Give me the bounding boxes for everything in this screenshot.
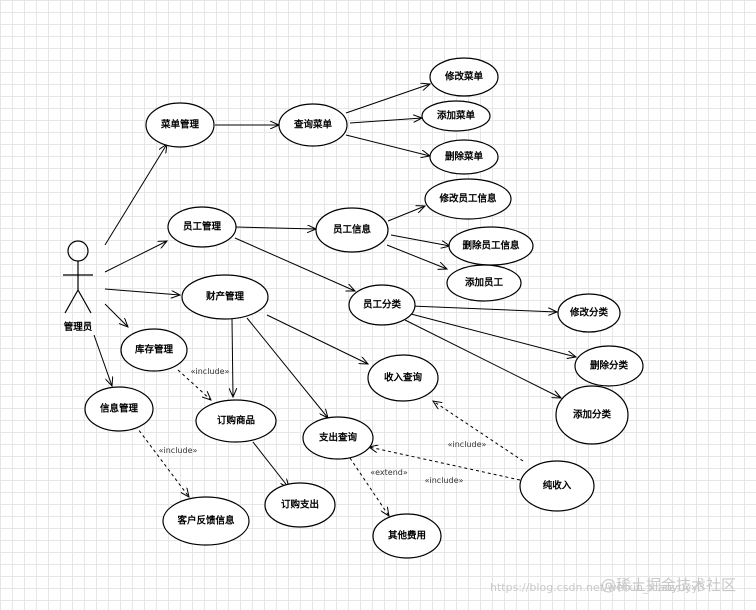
assoc-finance-purchase <box>232 318 233 397</box>
usecase-label: 删除菜单 <box>445 151 484 163</box>
actor-label: 管理员 <box>64 321 93 333</box>
usecase-delete-staff[interactable]: 删除员工信息 <box>448 226 534 266</box>
usecase-label: 添加员工 <box>465 277 504 289</box>
assoc-info-add <box>386 244 447 269</box>
stereo-include-2: «include» <box>159 446 198 455</box>
assoc-actor-inventory <box>104 303 128 327</box>
usecase-label: 员工分类 <box>363 299 402 311</box>
extend-expense-other <box>349 457 389 516</box>
stereo-extend-1: «extend» <box>370 468 408 477</box>
assoc-actor-menu <box>104 144 167 246</box>
usecase-label: 信息管理 <box>100 403 139 415</box>
assoc-actor-finance <box>104 288 180 295</box>
usecase-edit-staff[interactable]: 修改员工信息 <box>424 178 512 220</box>
usecase-other-costs[interactable]: 其他费用 <box>372 513 442 559</box>
actor-right-leg <box>77 289 92 314</box>
usecase-label: 删除员工信息 <box>462 240 520 252</box>
usecase-label: 修改员工信息 <box>438 193 497 205</box>
assoc-actor-info <box>93 334 112 386</box>
usecase-add-category[interactable]: 添加分类 <box>555 385 629 445</box>
usecase-menu-mgmt[interactable]: 菜单管理 <box>145 102 215 148</box>
assoc-finance-income <box>266 314 368 364</box>
usecase-label: 删除分类 <box>590 360 629 372</box>
assoc-query-add <box>349 118 422 124</box>
watermark-url: https://blog.csdn.net/weixin_xiaoyuyy3 <box>490 581 705 594</box>
usecase-info-mgmt[interactable]: 信息管理 <box>84 386 154 432</box>
assoc-category-edit <box>410 305 557 312</box>
assoc-info-delete <box>390 234 450 246</box>
usecase-customer-feedback[interactable]: 客户反馈信息 <box>162 496 250 546</box>
usecase-label: 添加分类 <box>573 409 612 421</box>
assoc-staff-info <box>235 227 316 229</box>
usecase-label: 纯收入 <box>543 480 572 492</box>
actor-admin[interactable]: 管理员 <box>63 240 93 333</box>
use-cases: 菜单管理 查询菜单 修改菜单 添加菜单 删除菜单 员工管理 员工信息 修改员 <box>84 57 644 559</box>
usecase-label: 员工信息 <box>333 224 372 236</box>
stereo-include-3: «include» <box>448 440 487 449</box>
usecase-label: 查询菜单 <box>293 119 333 131</box>
assoc-staff-category <box>234 237 355 291</box>
assoc-purchase-expense <box>252 441 289 488</box>
watermark: https://blog.csdn.net/weixin_xiaoyuyy3 @… <box>490 576 736 594</box>
include-net-income <box>433 401 524 462</box>
usecase-label: 添加菜单 <box>437 110 476 122</box>
usecase-add-staff[interactable]: 添加员工 <box>446 264 522 302</box>
stereotype-labels: «include» «include» «include» «extend» «… <box>159 367 487 485</box>
usecase-label: 修改菜单 <box>444 71 484 83</box>
usecase-inventory-mgmt[interactable]: 库存管理 <box>120 328 188 372</box>
include-inventory-purchase <box>177 369 211 400</box>
usecase-purchase-goods[interactable]: 订购商品 <box>195 399 277 443</box>
assoc-finance-expense <box>246 317 328 418</box>
usecase-expense-query[interactable]: 支出查询 <box>302 416 374 460</box>
assoc-query-delete <box>345 134 430 156</box>
usecase-label: 修改分类 <box>569 307 609 319</box>
assoc-category-delete <box>410 313 576 357</box>
usecase-purchase-expense[interactable]: 订购支出 <box>264 482 336 528</box>
usecase-delete-menu[interactable]: 删除菜单 <box>429 139 499 175</box>
stereo-include-4: «include» <box>425 476 464 485</box>
usecase-label: 其他费用 <box>388 530 426 542</box>
usecase-net-income[interactable]: 纯收入 <box>519 460 595 512</box>
assoc-category-add <box>404 319 561 398</box>
usecase-staff-info[interactable]: 员工信息 <box>315 207 389 253</box>
usecase-add-menu[interactable]: 添加菜单 <box>421 100 491 132</box>
watermark-brand: @稀土掘金技术社区 <box>601 576 736 594</box>
usecase-label: 支出查询 <box>318 432 358 444</box>
include-info-feedback <box>131 420 189 497</box>
assoc-query-edit <box>345 84 430 114</box>
usecase-query-menu[interactable]: 查询菜单 <box>278 103 348 147</box>
usecase-staff-mgmt[interactable]: 员工管理 <box>167 206 237 248</box>
usecase-delete-category[interactable]: 删除分类 <box>574 345 644 387</box>
associations <box>93 84 576 488</box>
usecase-label: 财产管理 <box>205 291 245 303</box>
dependencies <box>131 369 524 516</box>
usecase-income-query[interactable]: 收入查询 <box>367 354 439 402</box>
assoc-actor-staff <box>104 241 167 273</box>
actor-head <box>67 240 89 262</box>
usecase-finance-mgmt[interactable]: 财产管理 <box>181 274 269 320</box>
usecase-label: 菜单管理 <box>160 119 200 131</box>
usecase-label: 订购商品 <box>217 415 255 427</box>
usecase-label: 库存管理 <box>134 344 174 356</box>
stereo-include-1: «include» <box>191 367 230 376</box>
usecase-label: 订购支出 <box>281 499 319 511</box>
include-net-expense <box>369 447 521 481</box>
usecase-label: 客户反馈信息 <box>176 515 235 527</box>
usecase-edit-menu[interactable]: 修改菜单 <box>429 57 499 97</box>
usecase-staff-category[interactable]: 员工分类 <box>348 284 416 326</box>
usecase-label: 员工管理 <box>183 221 222 233</box>
actor-left-leg <box>64 289 79 314</box>
usecase-label: 收入查询 <box>384 372 423 384</box>
assoc-info-edit <box>387 206 425 222</box>
usecase-edit-category[interactable]: 修改分类 <box>557 293 621 333</box>
